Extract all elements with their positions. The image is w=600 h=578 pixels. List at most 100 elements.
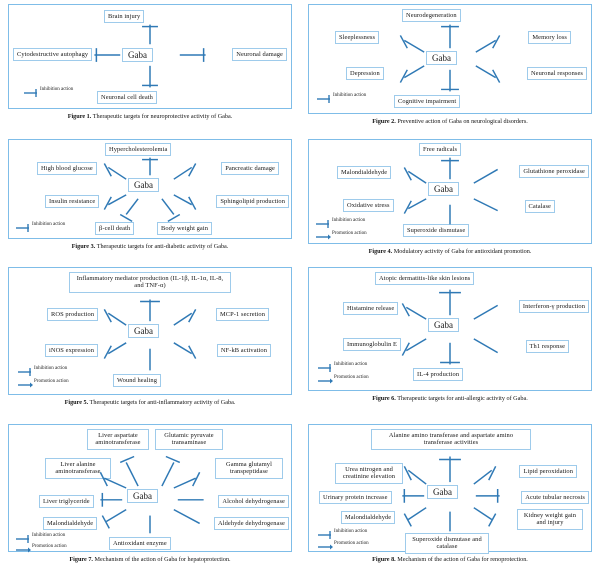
figure-1-number: Figure 1. bbox=[67, 113, 92, 120]
node-box[interactable]: Hypercholesterolemia bbox=[105, 143, 172, 156]
node-box[interactable]: Interferon-γ production bbox=[518, 300, 589, 313]
center-node[interactable]: Gaba bbox=[428, 182, 459, 196]
node-box[interactable]: Oxidative stress bbox=[343, 199, 394, 212]
node-box[interactable]: Superoxide dismutase bbox=[403, 224, 470, 237]
node-box[interactable]: ROS production bbox=[47, 308, 99, 321]
figure-1-caption: Figure 1. Therapeutic targets for neurop… bbox=[8, 113, 292, 120]
figure-8-connectors bbox=[402, 456, 500, 532]
figure-8-caption: Figure 8. Mechanism of the action of Gab… bbox=[308, 556, 592, 563]
legend-inhibition-label: Inhibition action bbox=[332, 218, 366, 223]
node-box[interactable]: Sleeplessness bbox=[335, 31, 380, 44]
center-node[interactable]: Gaba bbox=[122, 48, 153, 62]
center-node[interactable]: Gaba bbox=[428, 318, 459, 332]
legend-inhibition-label: Inhibition action bbox=[32, 533, 66, 538]
node-box[interactable]: Urea nitrogen and creatinine elevation bbox=[335, 463, 403, 484]
figure-6-caption: Figure 6. Therapeutic targets for anti-a… bbox=[308, 395, 592, 402]
figure-8-caption-text: Mechanism of the action of Gaba for reno… bbox=[397, 556, 528, 563]
center-node[interactable]: Gaba bbox=[427, 485, 458, 499]
figure-3-cell: Hypercholesterolemia High blood glucose … bbox=[0, 135, 300, 263]
node-box[interactable]: Liver aspartate aminotransferase bbox=[87, 429, 149, 450]
node-box[interactable]: Liver alanine aminotransferase bbox=[45, 458, 111, 479]
node-box[interactable]: Glutathione peroxidase bbox=[519, 165, 589, 178]
node-box[interactable]: Neuronal responses bbox=[526, 67, 587, 80]
figure-5-caption: Figure 5. Therapeutic targets for anti-i… bbox=[8, 399, 292, 406]
node-box[interactable]: NF-kB activation bbox=[216, 344, 271, 357]
legend-promotion-label: Promotion action bbox=[334, 375, 369, 380]
node-box[interactable]: High blood glucose bbox=[37, 162, 97, 175]
figure-8-number: Figure 8. bbox=[372, 556, 396, 563]
node-box[interactable]: Urinary protein increase bbox=[319, 491, 392, 504]
node-box[interactable]: Acute tubular necrosis bbox=[521, 491, 589, 504]
node-box[interactable]: Malondialdehyde bbox=[341, 511, 396, 524]
center-node[interactable]: Gaba bbox=[426, 51, 457, 65]
node-box[interactable]: Memory loss bbox=[528, 31, 571, 44]
node-box[interactable]: Brain injury bbox=[104, 10, 145, 23]
legend-inhibition: Inhibition action bbox=[17, 366, 67, 376]
figure-4-connectors bbox=[403, 157, 499, 225]
legend-inhibition: Inhibition action bbox=[316, 93, 366, 103]
node-box[interactable]: Lipid peroxidation bbox=[519, 465, 577, 478]
node-box[interactable]: Alcohol dehydrogenase bbox=[218, 495, 289, 508]
node-box[interactable]: IL-4 production bbox=[413, 368, 464, 381]
figure-7-number: Figure 7. bbox=[69, 556, 93, 563]
node-box[interactable]: Liver triglyceride bbox=[39, 495, 94, 508]
node-box[interactable]: Aldehyde dehydrogenase bbox=[214, 517, 289, 530]
legend-promotion: Promotion action bbox=[317, 541, 369, 550]
node-box[interactable]: Histamine release bbox=[343, 302, 399, 315]
legend-promotion-label: Promotion action bbox=[334, 541, 369, 546]
figure-2-caption-text: Preventive action of Gaba on neurologica… bbox=[397, 118, 528, 125]
node-box[interactable]: Malondialdehyde bbox=[43, 517, 98, 530]
node-box[interactable]: Atopic dermatitis-like skin lesions bbox=[375, 272, 475, 285]
node-box[interactable]: Antioxidant enzyme bbox=[109, 537, 171, 550]
node-box[interactable]: Free radicals bbox=[419, 143, 462, 156]
node-box[interactable]: Inflammatory mediator production (IL-1β,… bbox=[69, 272, 231, 293]
node-box[interactable]: Alanine amino transferase and aspartate … bbox=[371, 429, 531, 450]
node-box[interactable]: Malondialdehyde bbox=[337, 166, 392, 179]
legend-promotion: Promotion action bbox=[17, 379, 69, 388]
figure-5-connectors bbox=[103, 299, 197, 371]
node-box[interactable]: Superoxide dismutase and catalase bbox=[405, 533, 489, 554]
node-box[interactable]: MCP-1 secretion bbox=[216, 308, 269, 321]
figure-1-cell: Brain injury Cytodestructive autophagy N… bbox=[0, 0, 300, 135]
figure-3-panel: Hypercholesterolemia High blood glucose … bbox=[8, 139, 292, 239]
center-node[interactable]: Gaba bbox=[127, 489, 158, 503]
legend-inhibition: Inhibition action bbox=[317, 529, 368, 539]
figure-4-caption-text: Modulatory activity of Gaba for antioxid… bbox=[393, 248, 532, 255]
figure-4-number: Figure 4. bbox=[368, 248, 393, 255]
node-box[interactable]: Neurodegeneration bbox=[402, 9, 461, 22]
legend-inhibition: Inhibition action bbox=[15, 533, 66, 543]
node-box[interactable]: β-cell death bbox=[95, 222, 135, 235]
node-box[interactable]: iNOS expression bbox=[45, 344, 98, 357]
node-box[interactable]: Kidney weight gain and injury bbox=[517, 509, 583, 530]
node-box[interactable]: Cytodestructive autophagy bbox=[13, 48, 93, 61]
figure-6-connectors bbox=[401, 289, 499, 365]
node-box[interactable]: Glutamic pyruvate transaminase bbox=[155, 429, 223, 450]
node-box[interactable]: Cognitive impairment bbox=[394, 95, 461, 108]
node-box[interactable]: Body weight gain bbox=[157, 222, 213, 235]
node-box[interactable]: Neuronal cell death bbox=[97, 91, 157, 104]
figure-5-panel: Inflammatory mediator production (IL-1β,… bbox=[8, 267, 292, 395]
node-box[interactable]: Depression bbox=[346, 67, 384, 80]
center-node[interactable]: Gaba bbox=[128, 324, 159, 338]
legend-inhibition: Inhibition action bbox=[315, 218, 366, 228]
figure-5-caption-text: Therapeutic targets for anti-inflammator… bbox=[89, 399, 236, 406]
node-box[interactable]: Immunoglobulin E bbox=[343, 338, 402, 351]
figure-4-panel: Free radicals Malondialdehyde Glutathion… bbox=[308, 139, 592, 244]
node-box[interactable]: Gamma glutamyl transpeptidase bbox=[215, 458, 283, 479]
figure-8-panel: Alanine amino transferase and aspartate … bbox=[308, 424, 592, 554]
node-box[interactable]: Th1 response bbox=[525, 340, 569, 353]
figure-6-caption-text: Therapeutic targets for anti-allergic ac… bbox=[397, 395, 528, 402]
node-box[interactable]: Wound healing bbox=[113, 374, 162, 387]
node-box[interactable]: Sphingolipid production bbox=[216, 195, 289, 208]
node-box[interactable]: Neuronal damage bbox=[232, 48, 287, 61]
legend-inhibition-label: Inhibition action bbox=[334, 529, 368, 534]
node-box[interactable]: Pancreatic damage bbox=[221, 162, 279, 175]
figure-2-number: Figure 2. bbox=[372, 118, 396, 125]
figure-8-cell: Alanine amino transferase and aspartate … bbox=[300, 420, 600, 578]
center-node[interactable]: Gaba bbox=[128, 178, 159, 192]
node-box[interactable]: Catalase bbox=[524, 200, 555, 213]
node-box[interactable]: Insulin resistance bbox=[45, 195, 100, 208]
figure-1-panel: Brain injury Cytodestructive autophagy N… bbox=[8, 4, 292, 109]
figure-4-caption: Figure 4. Modulatory activity of Gaba fo… bbox=[308, 248, 592, 255]
